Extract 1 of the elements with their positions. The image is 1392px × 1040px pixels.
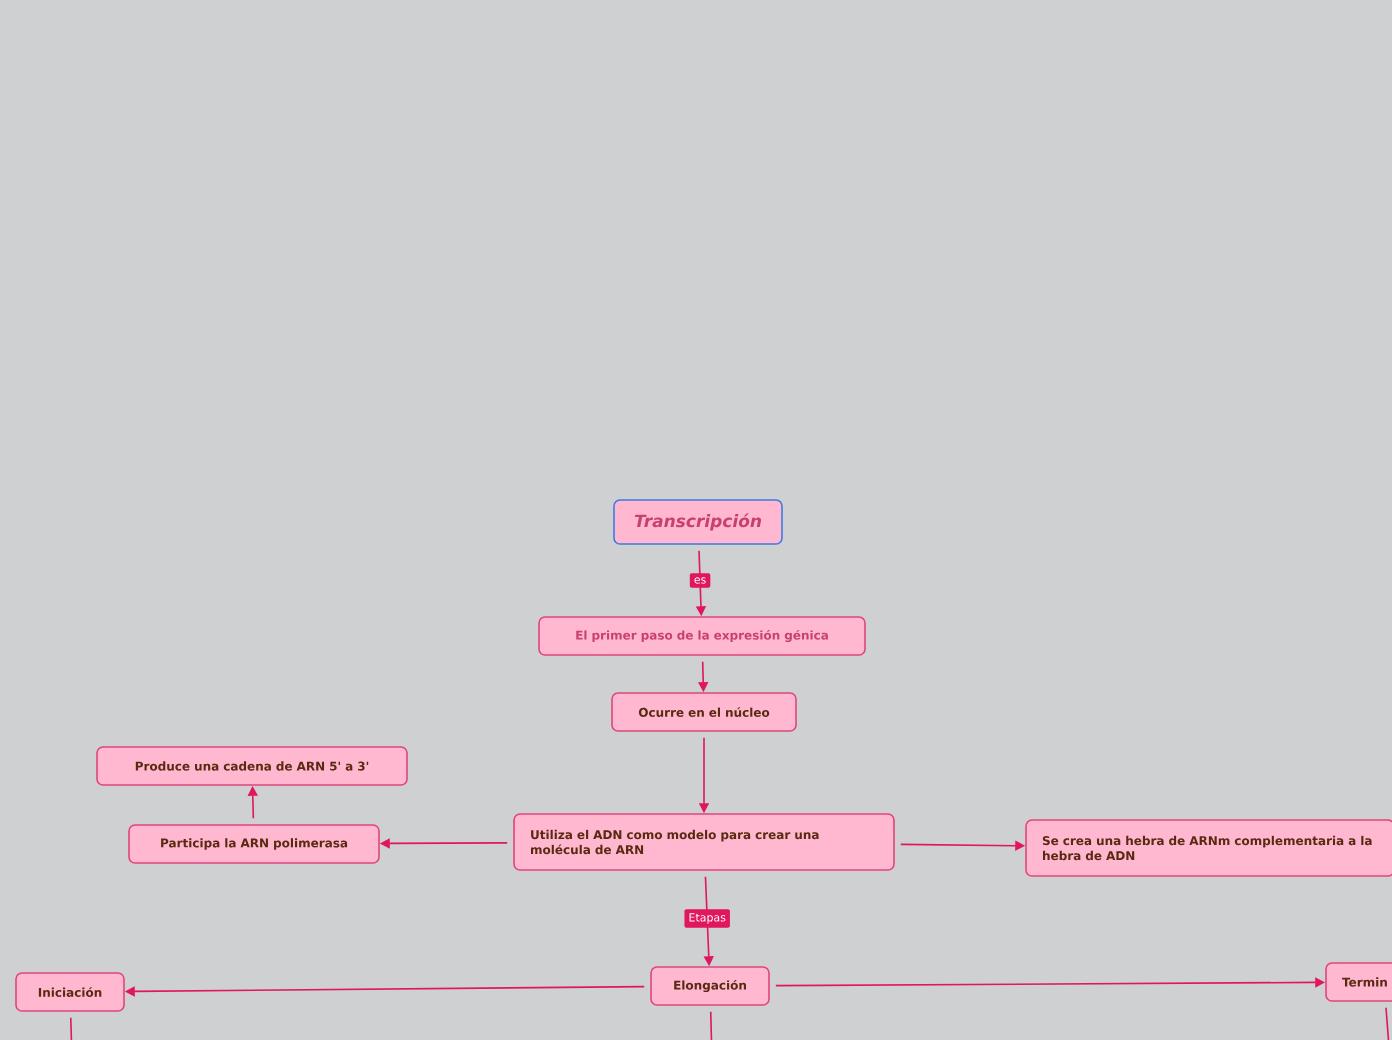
title-box: Transcripción xyxy=(613,499,783,545)
